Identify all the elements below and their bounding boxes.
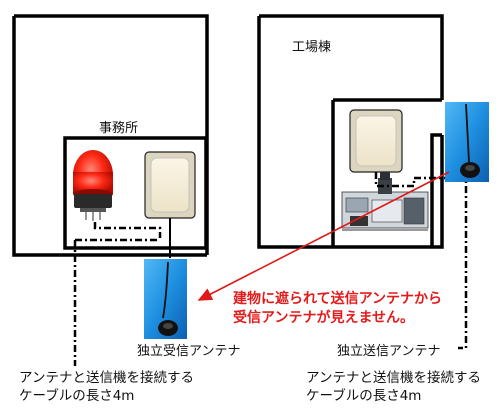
transmitter-antenna-label: 独立送信アンテナ bbox=[337, 344, 441, 359]
left-cable-path bbox=[73, 222, 162, 366]
receiver-antenna-label: 独立受信アンテナ bbox=[137, 344, 241, 359]
red-signal-light-icon bbox=[73, 150, 113, 221]
left-cable-note-line-2: ケーブルの長さ4m bbox=[19, 388, 135, 404]
receiver-antenna-icon bbox=[144, 259, 187, 339]
right-cable-note-line-2: ケーブルの長さ4m bbox=[306, 388, 422, 404]
factory-machine-icon bbox=[341, 172, 429, 231]
transmitter-unit-icon bbox=[349, 109, 403, 173]
left-cable-note-line-1: アンテナと送信機を接続する bbox=[19, 370, 194, 386]
office-label: 事務所 bbox=[99, 121, 139, 136]
right-building bbox=[257, 14, 444, 249]
receiver-unit-icon bbox=[144, 151, 196, 219]
factory-room bbox=[331, 98, 442, 247]
right-cable-note-line-1: アンテナと送信機を接続する bbox=[306, 370, 481, 386]
warning-text-line-1: 建物に遮られて送信アンテナから bbox=[233, 291, 443, 307]
signal-arrow bbox=[197, 171, 450, 301]
office-room bbox=[63, 136, 208, 250]
right-cable-path bbox=[374, 172, 468, 350]
warning-text-line-2: 受信アンテナが見えません。 bbox=[233, 310, 415, 326]
factory-label: 工場棟 bbox=[292, 40, 332, 55]
transmitter-antenna-icon bbox=[445, 102, 489, 182]
